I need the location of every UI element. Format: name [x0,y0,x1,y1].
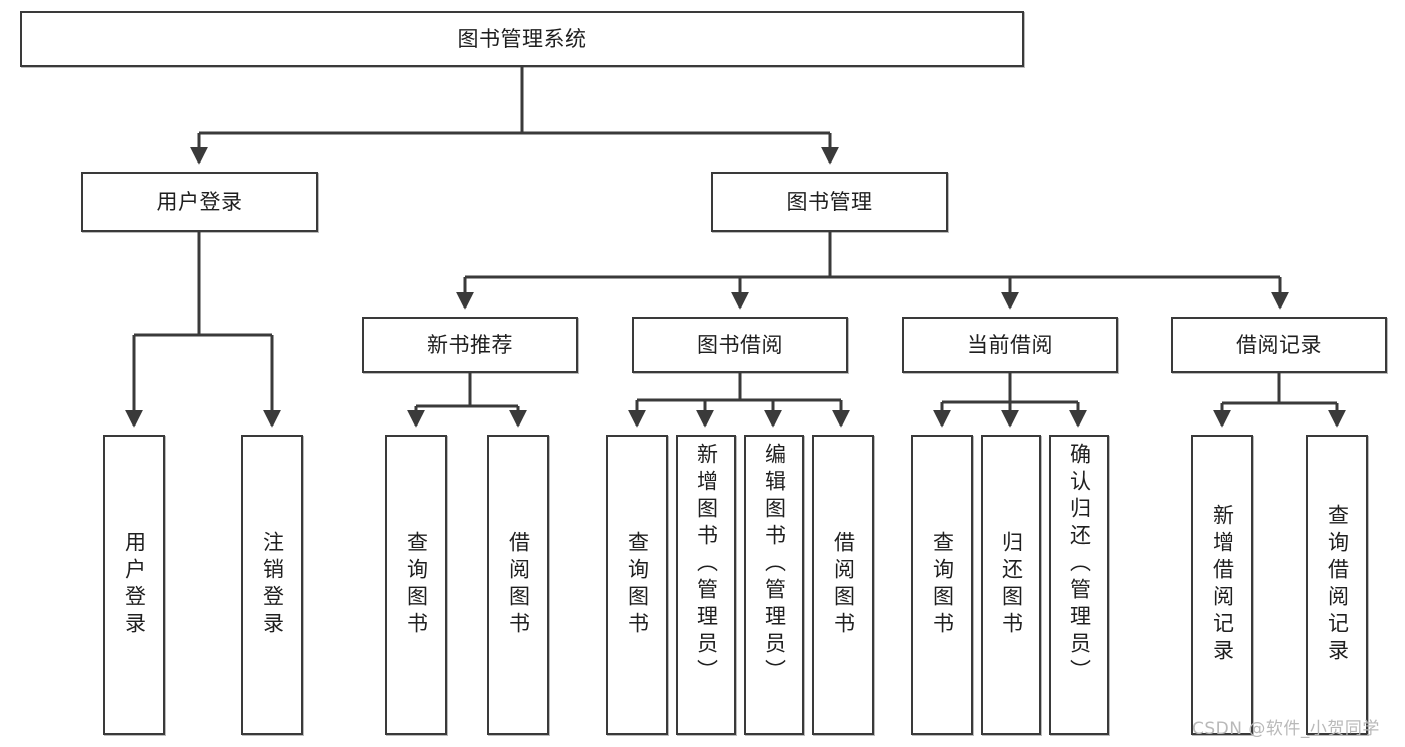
node-borrow-record[interactable]: 借阅记录 [1171,317,1387,373]
watermark: CSDN @软件_小贺同学 [1192,719,1380,739]
node-user-login-label: 用户登录 [156,189,243,214]
node-root-label: 图书管理系统 [457,26,587,51]
node-book-borrow-label: 图书借阅 [697,332,783,357]
node-user-login[interactable]: 用户登录 [81,172,318,232]
leaf-confirm-return-label: 确认归还（管理员） [1067,443,1092,686]
node-borrow-record-label: 借阅记录 [1236,332,1322,357]
leaf-borrow-book-2-label: 借阅图书 [831,531,856,639]
node-book-manage-label: 图书管理 [786,189,873,214]
leaf-borrow-book-2[interactable]: 借阅图书 [812,435,874,735]
leaf-query-book-2-label: 查询图书 [625,531,650,639]
leaf-borrow-book-1-label: 借阅图书 [506,531,531,639]
leaf-query-record[interactable]: 查询借阅记录 [1306,435,1368,735]
leaf-query-book-3-label: 查询图书 [930,531,955,639]
node-book-manage[interactable]: 图书管理 [711,172,948,232]
leaf-query-book-3[interactable]: 查询图书 [911,435,973,735]
leaf-logout-login-label: 注销登录 [260,531,285,639]
leaf-add-record[interactable]: 新增借阅记录 [1191,435,1253,735]
leaf-query-book-1[interactable]: 查询图书 [385,435,447,735]
node-new-book-recommend-label: 新书推荐 [427,332,513,357]
leaf-query-book-1-label: 查询图书 [404,531,429,639]
leaf-user-login-label: 用户登录 [122,531,147,639]
leaf-query-book-2[interactable]: 查询图书 [606,435,668,735]
leaf-return-book-label: 归还图书 [999,531,1024,639]
leaf-add-record-label: 新增借阅记录 [1210,504,1235,666]
leaf-return-book[interactable]: 归还图书 [981,435,1041,735]
leaf-confirm-return[interactable]: 确认归还（管理员） [1049,435,1109,735]
leaf-borrow-book-1[interactable]: 借阅图书 [487,435,549,735]
node-current-borrow-label: 当前借阅 [967,332,1053,357]
leaf-logout-login[interactable]: 注销登录 [241,435,303,735]
leaf-edit-book[interactable]: 编辑图书（管理员） [744,435,804,735]
node-current-borrow[interactable]: 当前借阅 [902,317,1118,373]
node-book-borrow[interactable]: 图书借阅 [632,317,848,373]
leaf-query-record-label: 查询借阅记录 [1325,504,1350,666]
node-new-book-recommend[interactable]: 新书推荐 [362,317,578,373]
leaf-edit-book-label: 编辑图书（管理员） [762,443,787,686]
leaf-user-login[interactable]: 用户登录 [103,435,165,735]
leaf-add-book[interactable]: 新增图书（管理员） [676,435,736,735]
leaf-add-book-label: 新增图书（管理员） [694,443,719,686]
node-root[interactable]: 图书管理系统 [20,11,1024,67]
